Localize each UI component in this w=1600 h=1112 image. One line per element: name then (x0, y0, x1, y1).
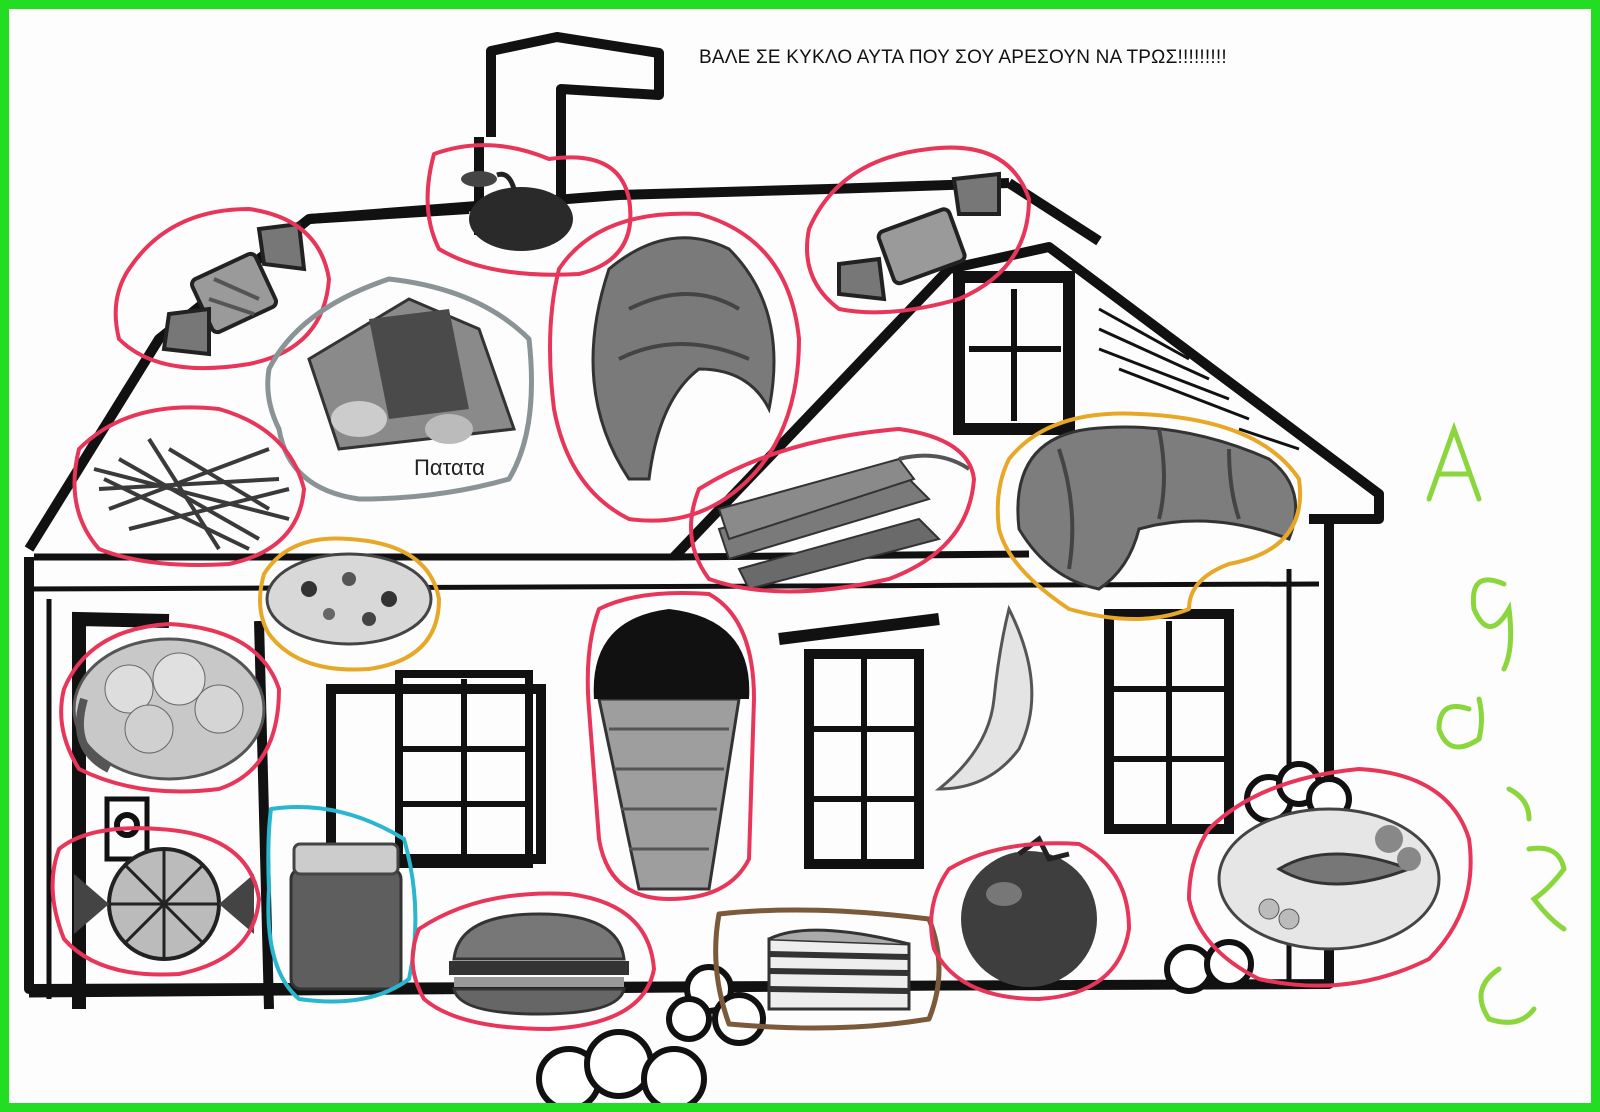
red-circle-fish-plate (1187, 767, 1473, 988)
red-circle-green-beans (72, 405, 306, 567)
red-circle-ice-cream (585, 591, 756, 901)
blue-circle-jam-jar (266, 805, 418, 1004)
red-circle-croissant-1 (548, 211, 801, 523)
peppermint-picture (74, 847, 254, 961)
house-outline (23, 32, 1384, 999)
red-circle-candy-1 (113, 207, 331, 371)
red-circle-candy-2 (805, 145, 1031, 315)
red-circle-tomato (929, 841, 1131, 1001)
candy-picture-2 (837, 171, 1001, 302)
red-circle-apple (425, 143, 633, 277)
potato-label: Πατατα (414, 455, 485, 480)
house-window-2 (778, 613, 940, 869)
ice-cream-picture (593, 609, 750, 891)
fish-plate-picture (1217, 807, 1441, 951)
brown-circle-cake (713, 907, 942, 1031)
cake-picture (767, 928, 911, 1011)
tomato-picture (961, 835, 1097, 987)
house-drawing (23, 32, 1567, 1103)
candy-picture-1 (161, 221, 307, 357)
carrots-picture (717, 453, 971, 591)
red-circle-burger (410, 891, 656, 1031)
burger-picture (449, 912, 629, 1016)
salad-picture (265, 552, 433, 646)
selection-circles (50, 143, 1473, 1031)
apple-picture (461, 171, 573, 251)
house-window-3 (1104, 609, 1234, 834)
cauliflower-picture (72, 637, 266, 781)
orange-circle-salad (258, 536, 441, 672)
red-circle-cauliflower (59, 622, 281, 794)
red-circle-peppermint (50, 826, 261, 977)
banana-picture (934, 604, 1034, 791)
instruction-text: ΒΑΛΕ ΣΕ ΚΥΚΛΟ ΑΥΤΑ ΠΟΥ ΣΟΥ ΑΡΕΣΟΥΝ ΝΑ ΤΡ… (699, 47, 1227, 68)
orange-circle-croissant-2 (995, 411, 1303, 621)
jam-jar-picture (289, 842, 403, 991)
potato-picture (307, 297, 517, 451)
croissant-picture-2 (1016, 425, 1298, 591)
red-circle-carrots (689, 427, 976, 594)
house-window-1 (326, 670, 546, 868)
gable-window (953, 271, 1075, 435)
handwritten-signature (1426, 421, 1567, 1025)
green-beans-picture (93, 437, 290, 551)
croissant-picture-1 (591, 236, 776, 481)
bushes (536, 761, 1352, 1103)
